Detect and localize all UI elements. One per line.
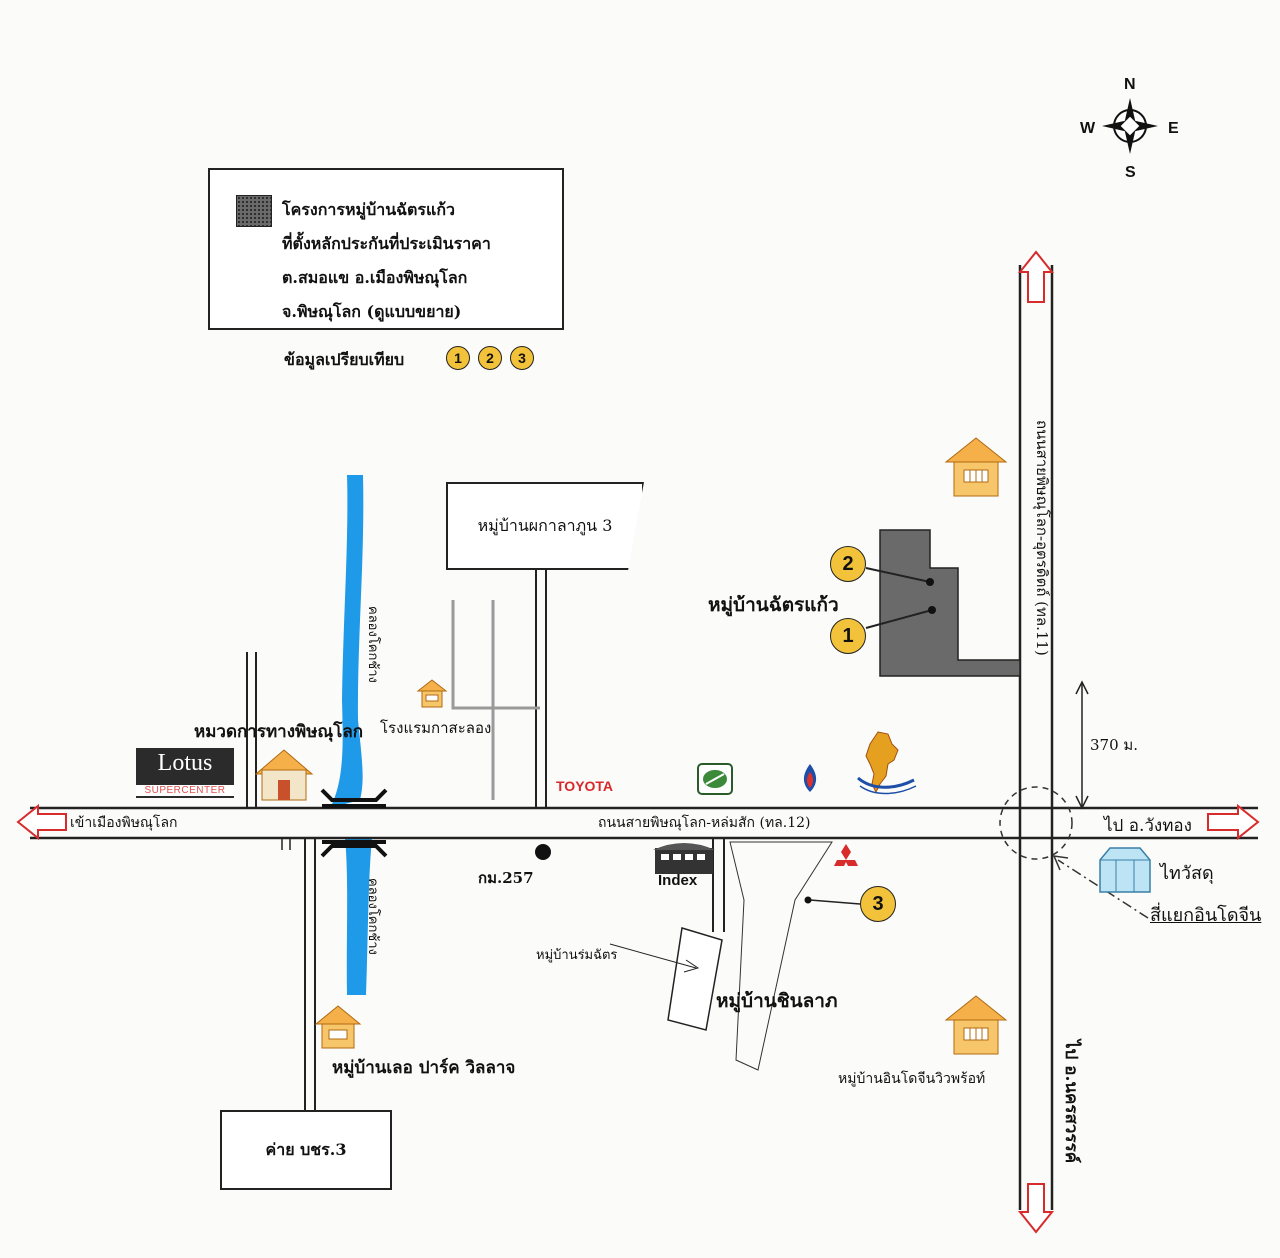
canal-label-north: คลองโคกช้าง [365,606,380,683]
highway-dept-label: หมวดการทางพิษณุโลก [194,722,364,742]
thai-map-logo [857,731,917,795]
legend-compare-label: ข้อมูลเปรียบเทียบ [284,350,405,369]
romchat-leader [609,943,697,969]
hotel-label: โรงแรมกาสะลอง [380,719,492,737]
legend-project-swatch [236,195,272,227]
compass-w: W [1080,120,1096,137]
lover-park-label: หมู่บ้านเลอ ปาร์ค วิลลาจ [332,1058,516,1078]
marker-2-leader [865,567,931,583]
lotus-sub: SUPERCENTER [136,785,234,796]
compass-n: N [1124,76,1136,93]
compass-rose [1102,98,1158,154]
village-3-box: หมู่บ้านผกาลาภูน 3 [446,482,644,570]
compass-s: S [1125,164,1136,181]
canal-south [345,838,372,995]
legend-project-label: โครงการหมู่บ้านฉัตรแก้ว [282,200,456,219]
house-icon-highway-dept [254,749,314,801]
compass-e: E [1168,120,1179,137]
index-label: Index [658,872,698,889]
canal [330,475,364,808]
marker-3: 3 [860,886,896,922]
house-icon-north [944,437,1008,497]
distance-label: 370 ม. [1090,736,1139,754]
legend-line-2: ที่ตั้งหลักประกันที่ประเมินราคา [282,234,491,253]
lotus-name: Lotus [157,750,213,776]
chinlap-label: หมู่บ้านชินลาภ [716,990,838,1012]
romchat-leader-head [683,959,700,973]
distance-arrow-top [1075,680,1089,695]
legend-compare-marker-1: 1 [446,346,470,370]
thaiwatsadu-label: ไทวัสดุ [1160,863,1214,884]
romchat-parcel [667,927,723,1031]
chatkaew-project-area [879,529,1021,677]
romchat-label: หมู่บ้านร่มฉัตร [536,948,618,963]
to-wangthong-label: ไป อ.วังทอง [1104,816,1192,836]
bridge-north [320,788,388,808]
main-road-label: ถนนสายพิษณุโลก-หล่มสัก (ทล.12) [598,815,811,831]
distance-arrow-bottom [1075,795,1089,810]
marker-1-leader [865,609,933,629]
bangchak-logo [697,763,733,795]
marker-3-leader [809,899,861,905]
legend-compare-marker-3: 3 [510,346,534,370]
bridge-south [320,840,388,858]
legend-line-4: จ.พิษณุโลก (ดูแบบขยาย) [282,302,462,321]
arrow-east [1207,803,1260,841]
arrow-north [1017,250,1055,303]
house-icon-hotel [416,679,448,708]
km-marker-dot [535,844,551,860]
marker-3-dot [804,896,812,904]
mitsubishi-logo [834,844,858,866]
canal-label-south: คลองโคกช้าง [365,878,380,955]
chinlap-parcel [729,841,833,1071]
to-nakhonsawan-label: ไป อ.นครสวรรค์ [1061,1040,1081,1164]
village-3-label: หมู่บ้านผกาลาภูน 3 [477,515,613,535]
index-building-icon [653,843,715,874]
to-city-label: เข้าเมืองพิษณุโลก [70,815,178,831]
camp-label: ค่าย บชร.3 [265,1139,347,1159]
marker-1-dot [928,606,936,614]
arrow-south [1017,1183,1055,1234]
indochina-junction-label: สี่แยกอินโดจีน [1150,905,1262,926]
ptt-logo [803,764,817,792]
vertical-road-label: ถนนสายพิษณุโลก-อุตรดิตถ์ (ทล.11) [1033,420,1051,656]
thaiwatsadu-building-icon [1099,847,1151,893]
marker-2: 2 [830,546,866,582]
lotus-logo: Lotus SUPERCENTER [136,748,234,798]
indochina-village-label: หมู่บ้านอินโดจีนวิวพร้อท์ [838,1071,986,1087]
grey-lanes [451,600,540,800]
junction-circle [999,786,1073,860]
indochina-leader-head [1052,855,1069,871]
chatkaew-label: หมู่บ้านฉัตรแก้ว [708,594,839,616]
camp-box: ค่าย บชร.3 [220,1110,392,1190]
house-icon-indochina [944,995,1008,1055]
legend-line-3: ต.สมอแข อ.เมืองพิษณุโลก [282,268,468,287]
marker-2-dot [926,578,934,586]
legend-compare-marker-2: 2 [478,346,502,370]
indochina-leader [1057,859,1149,919]
km-label: กม.257 [478,869,534,887]
marker-1: 1 [830,618,866,654]
house-icon-lover-park [314,1005,362,1049]
toyota-logo: TOYOTA [556,778,614,794]
arrow-west [16,803,67,841]
